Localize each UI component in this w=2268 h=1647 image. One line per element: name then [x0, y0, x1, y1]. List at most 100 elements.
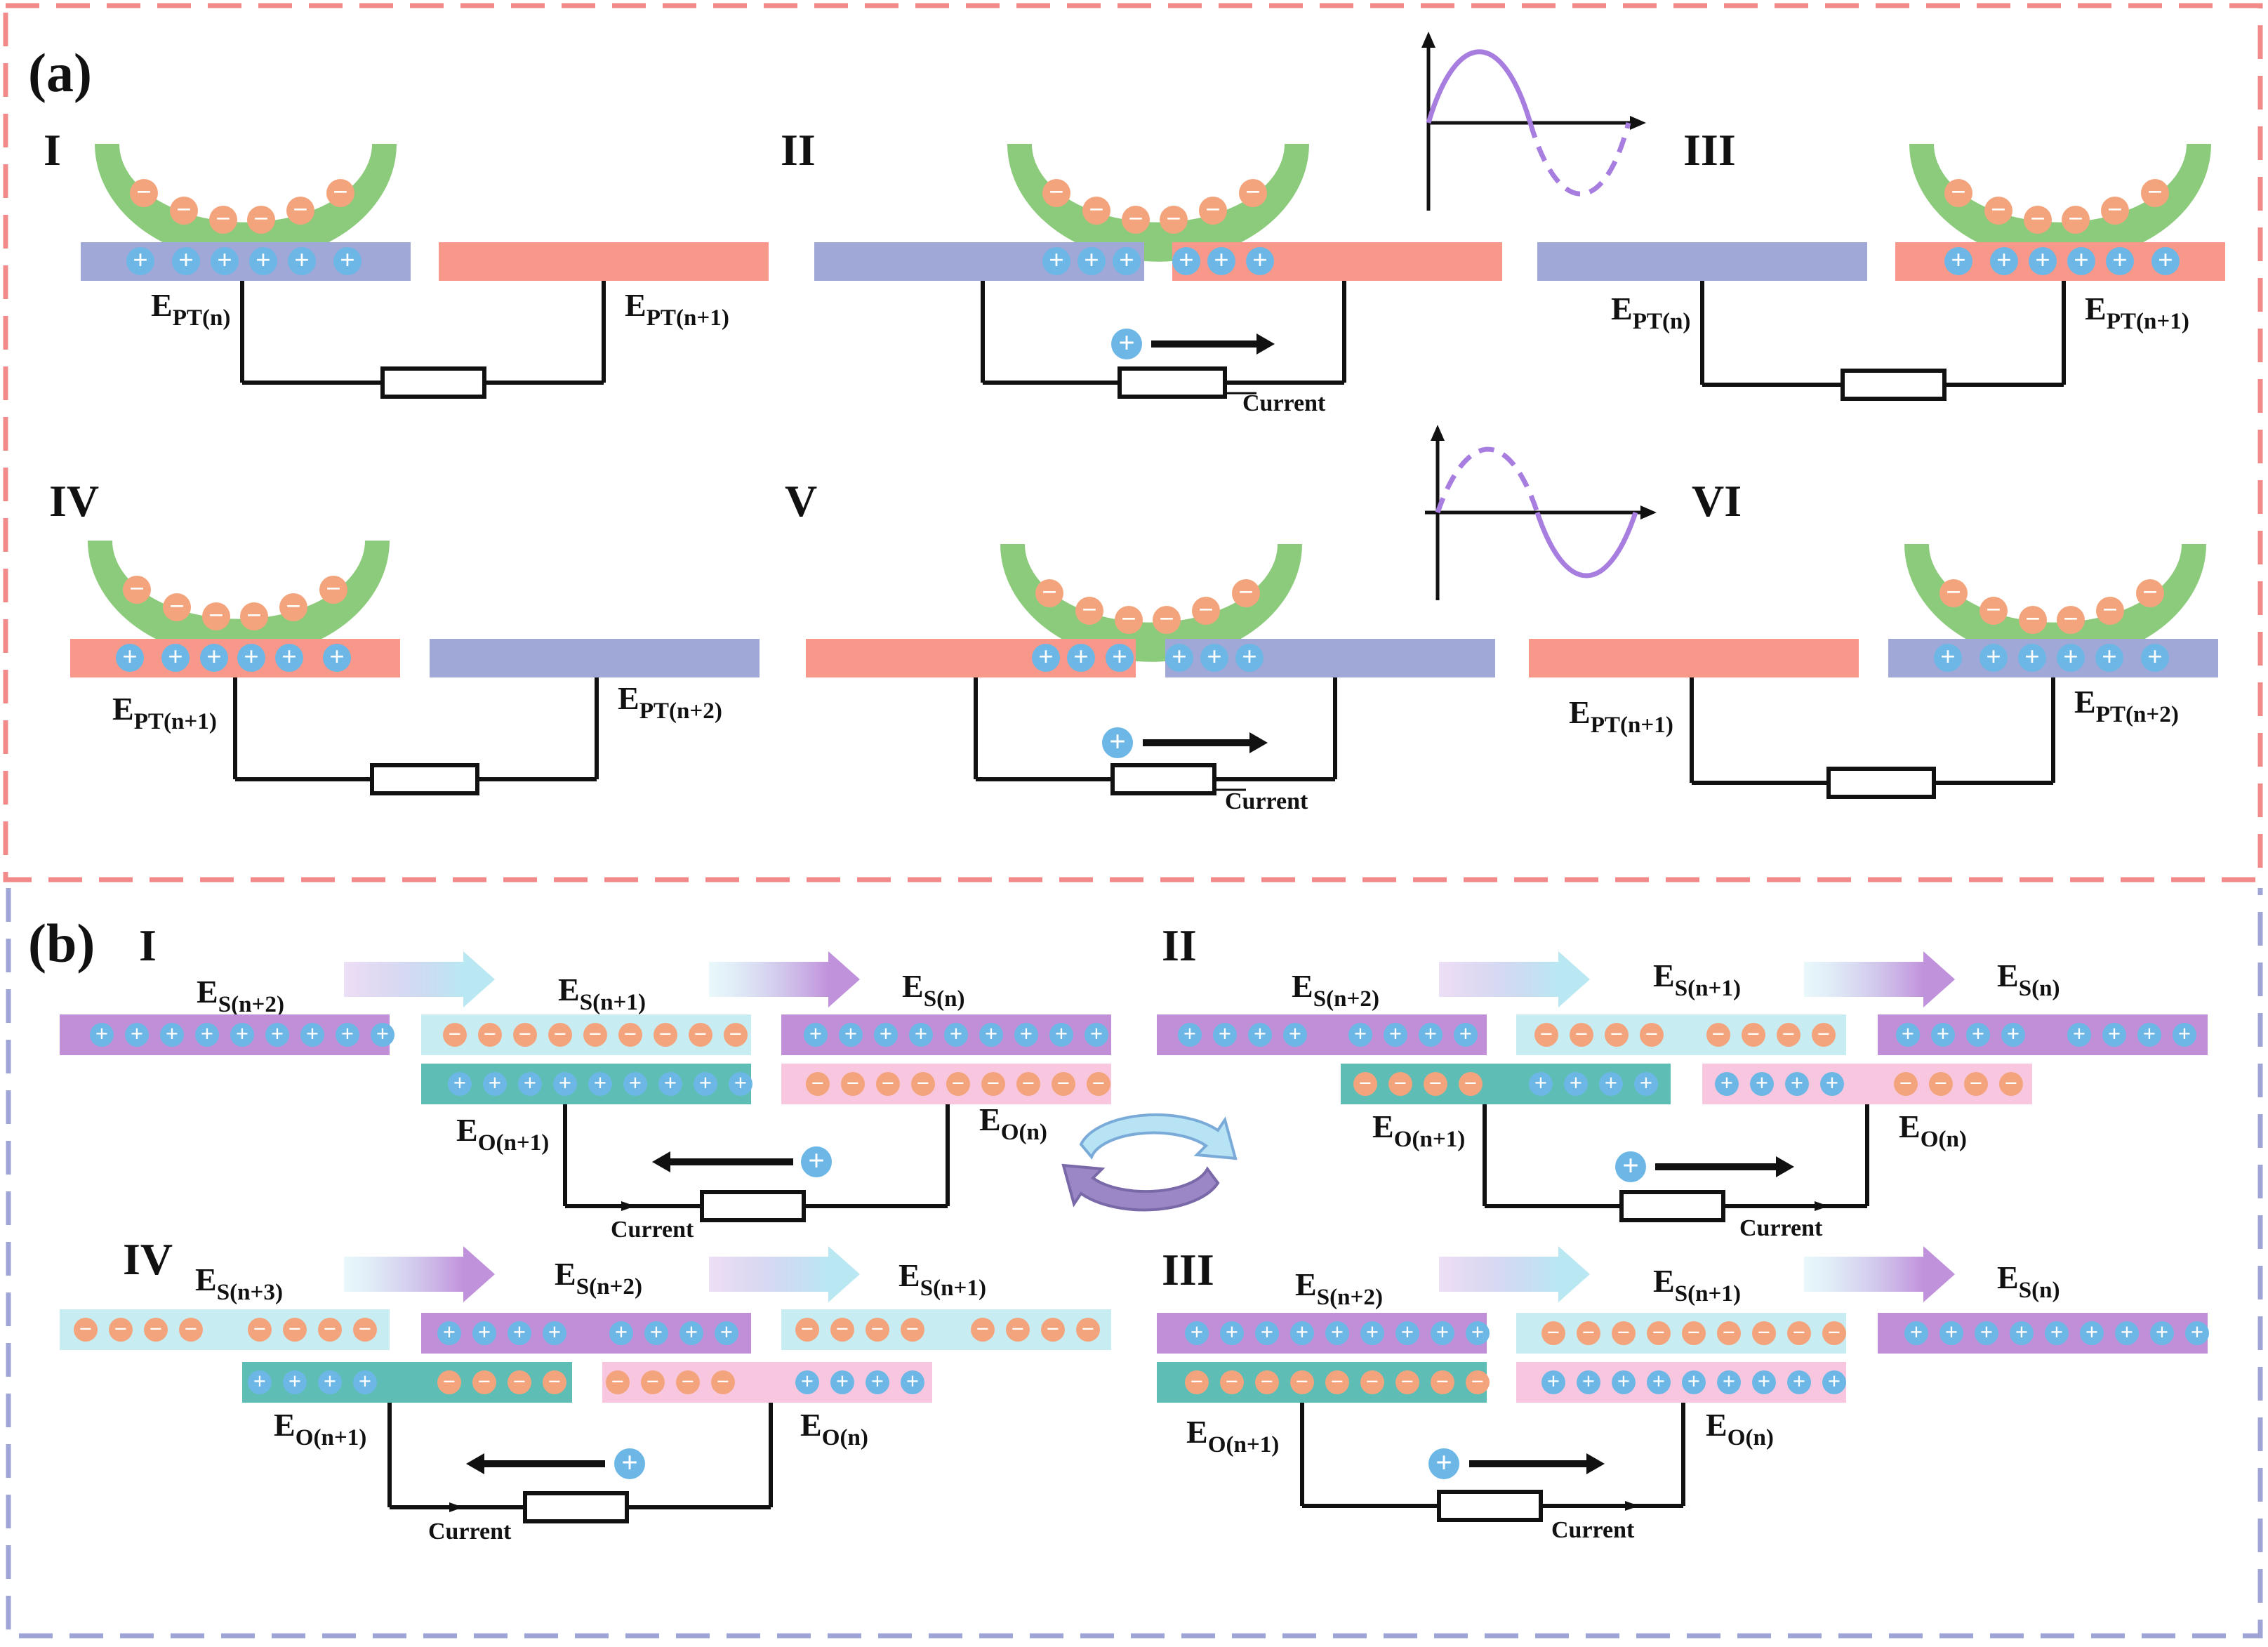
negative-charge: − — [841, 1070, 865, 1096]
charge-circle — [1612, 1370, 1636, 1394]
positive-charge: + — [694, 1070, 717, 1096]
label-eo: EO(n+1) — [1372, 1109, 1465, 1152]
current-label: Current — [611, 1217, 694, 1243]
charge-sign: − — [2107, 195, 2123, 225]
negative-charge: − — [179, 1316, 203, 1342]
charge-sign: + — [629, 1070, 642, 1095]
charge-sign: + — [1720, 1070, 1733, 1095]
charge-circle — [618, 1023, 642, 1047]
charge-sign: + — [1207, 642, 1222, 672]
negative-charge: − — [1822, 1319, 1846, 1345]
negative-charge: − — [1199, 195, 1227, 225]
positive-charge: + — [1384, 1021, 1407, 1047]
step-numeral: III — [1683, 125, 1736, 175]
charge-sign: + — [513, 1319, 526, 1344]
charge-circle — [518, 1072, 542, 1096]
negative-charge: − — [583, 1021, 607, 1047]
positive-charge: + — [2010, 1319, 2034, 1345]
arrow-head — [1249, 732, 1268, 753]
charge-circle — [1419, 1023, 1443, 1047]
charge-sign: − — [1610, 1021, 1623, 1046]
charge-circle — [90, 1023, 114, 1047]
negative-charge: − — [724, 1021, 748, 1047]
charge-circle — [614, 1448, 645, 1479]
charge-circle — [1255, 1321, 1279, 1345]
charge-circle — [336, 1023, 359, 1047]
negative-charge: − — [1255, 1368, 1279, 1394]
positive-charge: + — [1966, 1021, 1990, 1047]
step-numeral: III — [1162, 1245, 1214, 1295]
charge-sign: + — [809, 1021, 822, 1046]
charge-circle — [795, 1318, 819, 1342]
negative-charge: − — [543, 1368, 566, 1394]
charge-sign: + — [453, 1070, 466, 1095]
charge-sign: + — [1617, 1368, 1630, 1394]
positive-charge: + — [2067, 1021, 2091, 1047]
charge-sign: + — [1242, 642, 1257, 672]
charge-circle — [279, 593, 307, 621]
charge-circle — [946, 1072, 970, 1096]
positive-charge: + — [1106, 642, 1134, 672]
charge-sign: − — [952, 1070, 964, 1095]
step-numeral: I — [44, 125, 61, 175]
positive-charge: + — [2057, 642, 2085, 672]
charge-circle — [472, 1321, 496, 1345]
positive-charge: + — [1325, 1319, 1349, 1345]
negative-charge: − — [1999, 1070, 2023, 1096]
charge-circle — [2106, 247, 2134, 275]
positive-charge: + — [126, 246, 154, 275]
charge-circle — [116, 644, 144, 672]
charge-sign: − — [1359, 1070, 1372, 1095]
charge-circle — [1682, 1370, 1706, 1394]
charge-sign: + — [950, 1021, 962, 1046]
current-label: Current — [428, 1519, 512, 1545]
resistor — [700, 1190, 806, 1222]
charge-sign: + — [244, 642, 259, 672]
positive-charge: + — [1599, 1070, 1623, 1096]
negative-charge: − — [1929, 1070, 1953, 1096]
charge-sign: + — [1758, 1368, 1770, 1394]
positive-charge: + — [909, 1021, 933, 1047]
label-epn2: EPT(n+2) — [2074, 684, 2179, 727]
charge-circle — [1085, 1023, 1108, 1047]
charge-circle — [508, 1321, 531, 1345]
negative-charge: − — [1640, 1021, 1664, 1047]
charge-circle — [2062, 206, 2090, 234]
positive-charge: + — [116, 642, 144, 672]
charge-circle — [248, 1318, 272, 1342]
charge-sign: − — [1828, 1319, 1841, 1344]
wave-solid — [1534, 511, 1638, 578]
negative-charge: − — [74, 1316, 98, 1342]
positive-charge: + — [839, 1021, 863, 1047]
charge-circle — [641, 1370, 665, 1394]
charge-circle — [1035, 579, 1063, 607]
positive-charge: + — [288, 246, 316, 275]
charge-sign: + — [1366, 1319, 1379, 1344]
charge-sign: − — [2102, 595, 2118, 625]
triboelectric-slider — [95, 144, 397, 262]
negative-charge: − — [318, 1316, 342, 1342]
charge-circle — [1075, 597, 1103, 625]
negative-charge: − — [1787, 1319, 1811, 1345]
charge-circle — [353, 1318, 377, 1342]
charge-circle — [1006, 1318, 1030, 1342]
charge-circle — [1172, 247, 1200, 275]
positive-charge: + — [323, 642, 351, 672]
negative-charge: − — [689, 1021, 712, 1047]
charge-sign: + — [341, 1021, 354, 1046]
charge-sign: − — [1261, 1368, 1273, 1394]
step-numeral: IV — [49, 476, 99, 526]
charge-sign: − — [1617, 1319, 1630, 1344]
negative-charge: − — [641, 1368, 665, 1394]
charge-circle — [1939, 1321, 1963, 1345]
negative-charge: − — [1042, 178, 1070, 207]
negative-charge: − — [711, 1368, 735, 1394]
negative-charge: − — [1115, 604, 1143, 634]
arrow-head — [1256, 333, 1275, 355]
charge-sign: + — [206, 642, 222, 672]
charge-sign: + — [1354, 1021, 1367, 1046]
charge-circle — [1964, 1072, 1988, 1096]
arrow-head — [652, 1151, 670, 1172]
negative-charge: − — [2096, 595, 2124, 625]
motion-arrow-head — [1558, 951, 1590, 1007]
